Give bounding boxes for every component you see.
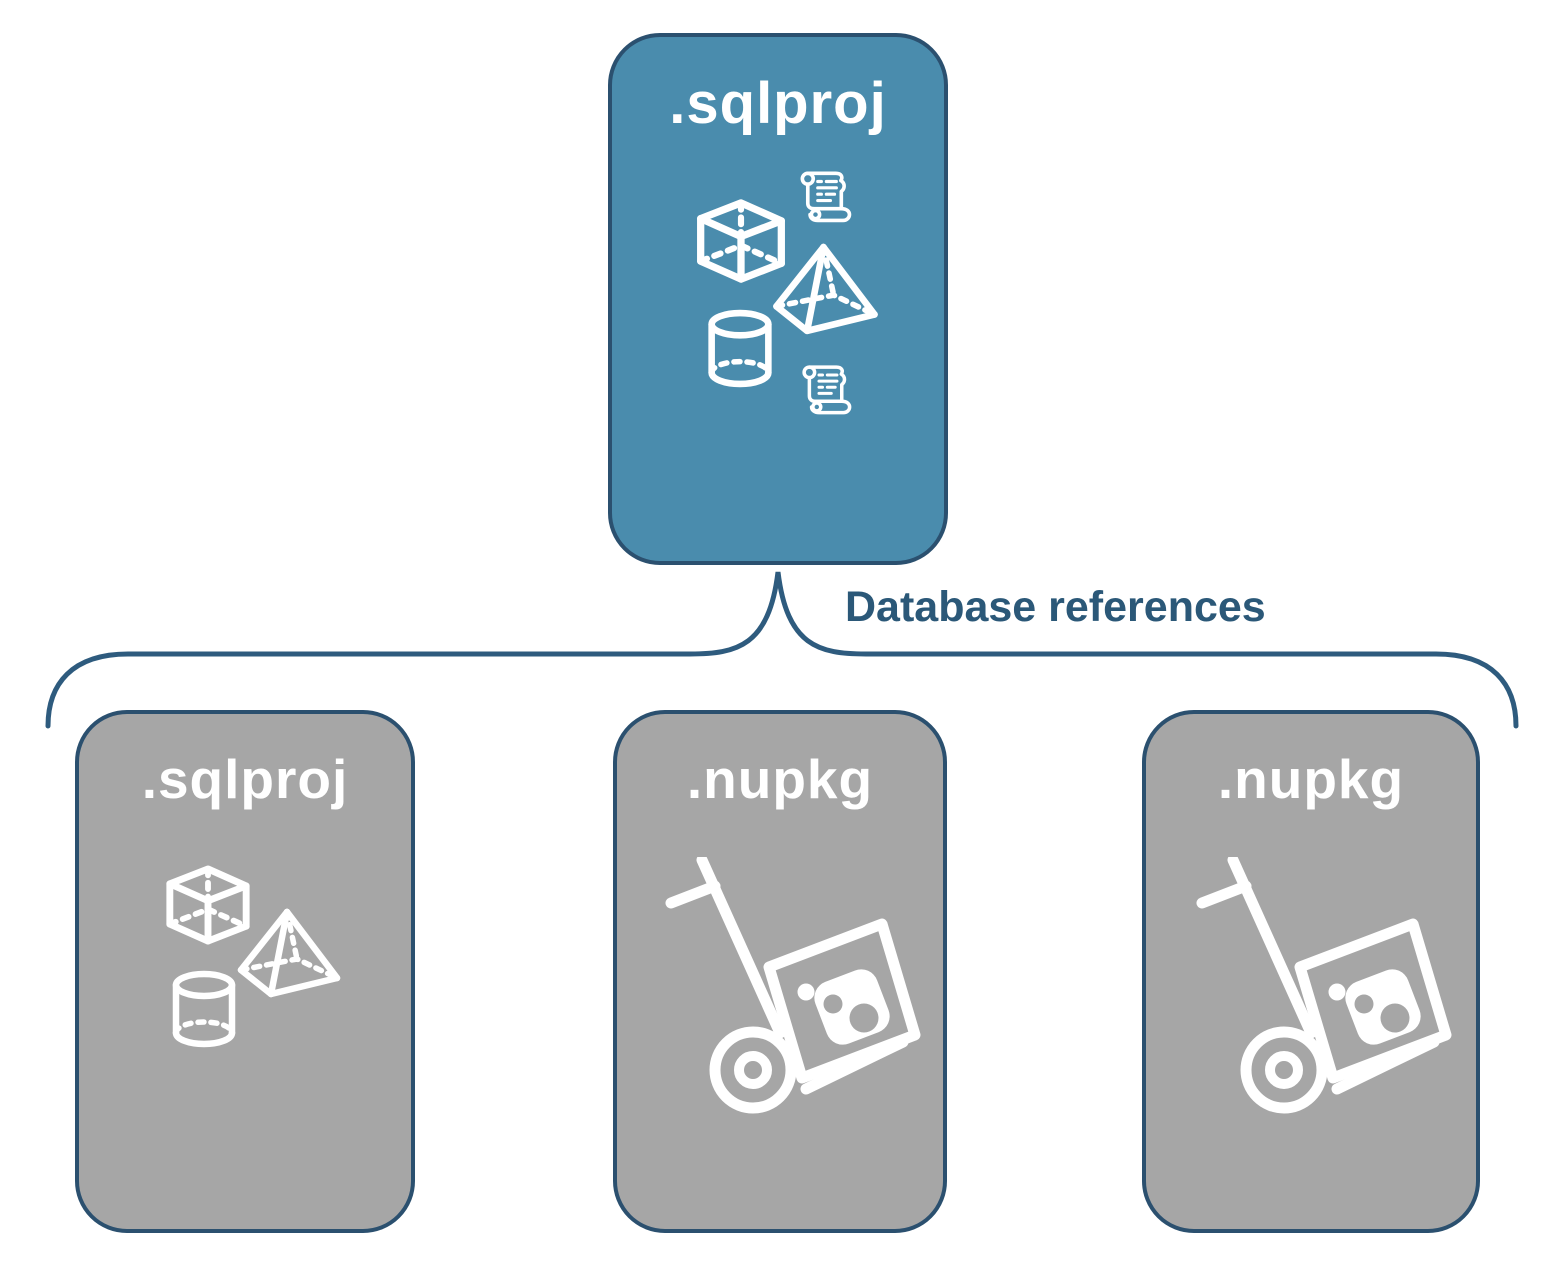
child-card-nupkg: .nupkg	[613, 710, 947, 1233]
connector-label: Database references	[845, 583, 1266, 631]
scroll-icon	[796, 167, 854, 225]
root-card-title: .sqlproj	[669, 71, 887, 136]
nuget-dolly-icon	[1185, 857, 1455, 1157]
pyramid-icon	[770, 241, 883, 338]
cylinder-icon	[165, 970, 243, 1050]
root-card-sqlproj: .sqlproj	[608, 33, 948, 565]
child-card-nupkg: .nupkg	[1142, 710, 1480, 1233]
pyramid-icon	[235, 906, 345, 1001]
child-card-sqlproj: .sqlproj	[75, 710, 415, 1233]
child-card-title: .nupkg	[1217, 748, 1405, 810]
child-card-title: .sqlproj	[141, 748, 349, 810]
scroll-icon	[798, 361, 854, 417]
child-card-title: .nupkg	[686, 748, 874, 810]
cylinder-icon	[700, 309, 780, 390]
nuget-dolly-icon	[654, 857, 924, 1157]
